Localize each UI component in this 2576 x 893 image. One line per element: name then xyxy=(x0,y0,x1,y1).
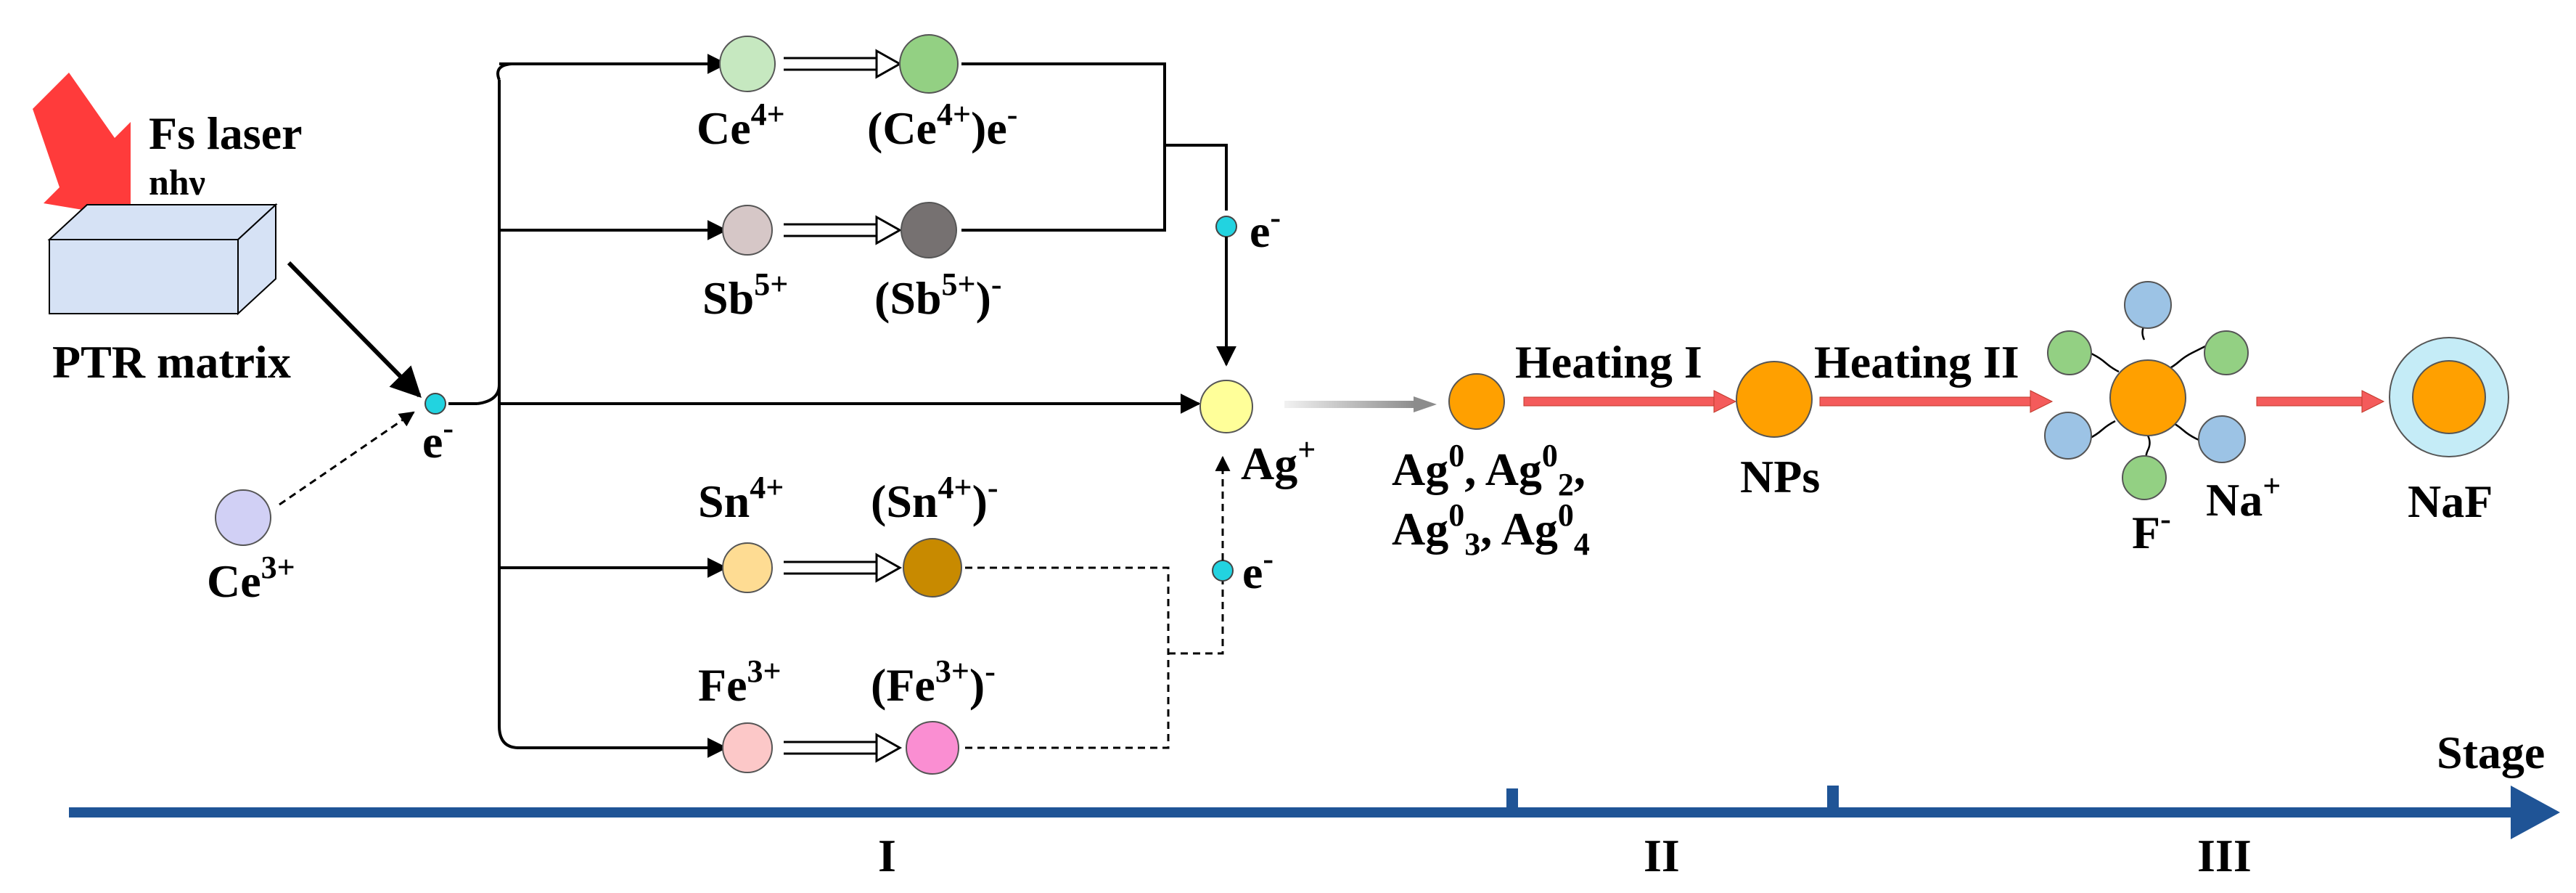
ce3-ion-circle xyxy=(215,489,271,546)
lower-electron-transfer-lines xyxy=(965,566,1224,749)
stage-1-label: I xyxy=(878,830,896,881)
sn4-label: Sn4+ xyxy=(698,470,784,527)
fe3-double-arrow-head xyxy=(875,733,903,763)
ce4-double-arrow-head xyxy=(875,49,903,79)
lower-electron-dot xyxy=(1212,560,1234,582)
ag0-label-line1: Ag0, Ag02, xyxy=(1392,438,1586,502)
sb5-label: Sb5+ xyxy=(702,266,788,324)
sn4-ion-circle xyxy=(722,542,773,593)
lower-electron-label: e- xyxy=(1242,541,1273,598)
laser-title: Fs laser xyxy=(149,107,303,159)
ce4-label: Ce4+ xyxy=(697,97,785,154)
timeline-tick-2 xyxy=(1827,786,1839,807)
stage-2-label: II xyxy=(1644,830,1680,881)
electron-dot xyxy=(424,393,446,415)
sb5-double-arrow xyxy=(784,223,879,237)
fe3-product-label: (Fe3+)- xyxy=(871,653,996,711)
ce4-product-circle xyxy=(899,34,959,94)
f-ion-upper-right xyxy=(2204,330,2249,375)
row-sb5: Sb5+ (Sb5+)- xyxy=(702,202,1002,324)
na-ion-top xyxy=(2124,281,2172,329)
fe3-product-circle xyxy=(906,721,959,775)
branch-lines xyxy=(448,62,537,749)
ce4-ion-circle xyxy=(719,36,776,92)
timeline-tick-1 xyxy=(1506,788,1518,807)
sn4-double-arrow-head xyxy=(875,552,903,583)
sn4-product-label: (Sn4+)- xyxy=(871,470,998,527)
laser-arrow xyxy=(33,73,131,218)
heating-2-arrow xyxy=(1819,390,2054,413)
stage-3-label: III xyxy=(2197,830,2252,881)
ptr-matrix-block xyxy=(47,203,278,316)
row-ce4: Ce4+ (Ce4+)e- xyxy=(697,34,1017,154)
heating-2-label: Heating II xyxy=(1814,336,2019,388)
na-ion-lower-right xyxy=(2198,415,2246,463)
cluster-center-particle xyxy=(2109,359,2186,436)
ag0-label-line2: Ag03, Ag04 xyxy=(1392,497,1590,562)
sn4-double-arrow xyxy=(784,560,879,575)
heating-1-label: Heating I xyxy=(1515,336,1702,388)
sb5-ion-circle xyxy=(722,205,773,256)
na-ion-lower-left xyxy=(2044,412,2092,460)
timeline-bar xyxy=(69,807,2514,817)
upper-electron-dot xyxy=(1215,216,1237,237)
ag-reduction-arrow xyxy=(1284,396,1437,412)
laser-energy: nhν xyxy=(149,162,205,203)
ptr-matrix-label: PTR matrix xyxy=(52,336,291,388)
matrix-to-electron-arrow xyxy=(287,261,422,398)
sn4-product-circle xyxy=(903,538,962,598)
fluoride-label: F- xyxy=(2132,501,2171,558)
ce3-to-electron-dashed-arrow xyxy=(279,411,415,506)
crystal-growth-arrow xyxy=(2256,390,2385,413)
nps-label: NPs xyxy=(1740,451,1820,502)
naf-label: NaF xyxy=(2408,476,2493,527)
heating-1-arrow xyxy=(1523,390,1737,413)
ag-ion-circle xyxy=(1199,380,1253,433)
sodium-label: Na+ xyxy=(2206,468,2281,526)
stage-timeline xyxy=(69,786,2560,839)
timeline-arrowhead xyxy=(2511,786,2560,839)
ag-ion-label: Ag+ xyxy=(1241,432,1316,489)
ce4-product-label: (Ce4+)e- xyxy=(867,97,1017,154)
electron-label: e- xyxy=(422,410,454,468)
f-ion-upper-left xyxy=(2047,330,2092,375)
ag0-atom-circle xyxy=(1448,373,1505,430)
sb5-product-circle xyxy=(901,202,957,258)
fe3-double-arrow xyxy=(784,741,879,755)
f-ion-bottom xyxy=(2122,455,2167,500)
row-fe3: Fe3+ (Fe3+)- xyxy=(698,653,996,775)
sb5-product-label: (Sb5+)- xyxy=(874,266,1002,324)
nanoparticle-circle xyxy=(1736,361,1813,438)
crystallization-cluster xyxy=(2044,281,2249,500)
upper-electron-label: e- xyxy=(1250,200,1281,257)
ce4-double-arrow xyxy=(784,57,879,71)
upper-electron-transfer-lines xyxy=(961,62,1228,232)
fe3-label: Fe3+ xyxy=(698,653,782,711)
timeline-label: Stage xyxy=(2437,727,2545,778)
sb5-double-arrow-head xyxy=(875,215,903,245)
fe3-ion-circle xyxy=(722,722,773,773)
row-sn4: Sn4+ (Sn4+)- xyxy=(698,470,998,598)
naf-core xyxy=(2412,360,2486,434)
ce3-label: Ce3+ xyxy=(207,550,295,607)
